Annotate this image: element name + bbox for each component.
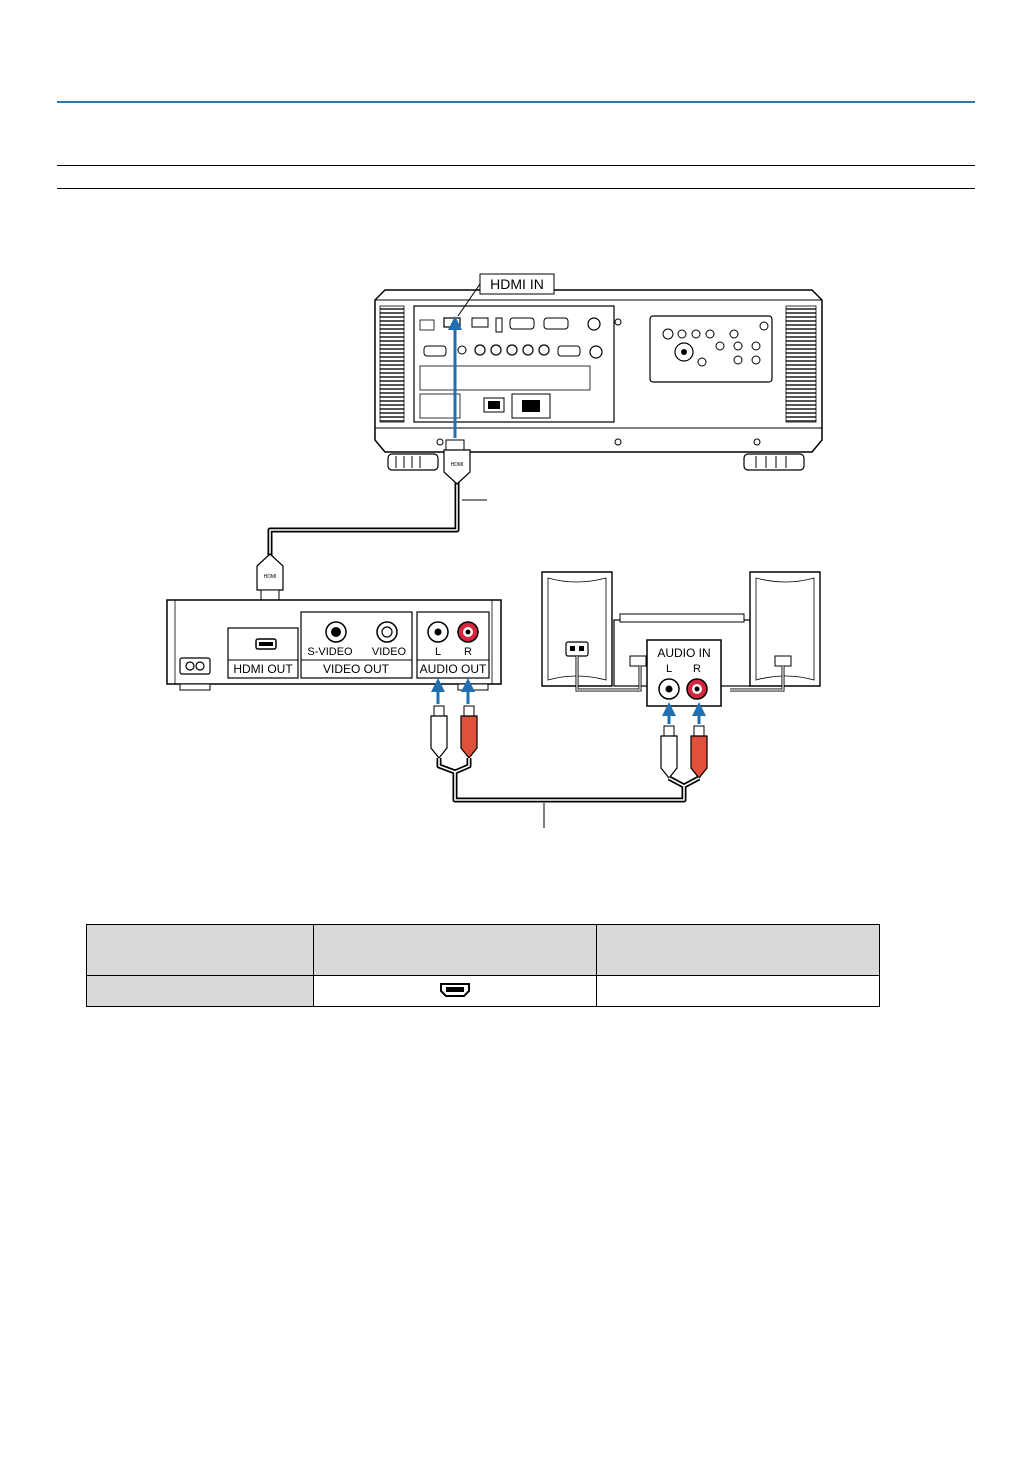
table-cell	[86, 975, 314, 1007]
video-out-label: VIDEO OUT	[323, 662, 390, 676]
hdmi-plug-top: HDMI	[443, 439, 471, 485]
vent-left	[379, 305, 405, 423]
audio-cable	[430, 678, 708, 828]
table-cell	[596, 975, 880, 1007]
table-header-cell	[313, 924, 597, 976]
connection-table	[86, 924, 880, 1007]
projector-foot-left	[387, 453, 439, 471]
audio-in-l-label: L	[666, 663, 672, 675]
speakers: AUDIO IN L R	[541, 571, 821, 707]
header-rule-upper	[57, 165, 975, 166]
header-rule-blue	[57, 101, 975, 103]
arrow-to-audio-in-l	[662, 702, 676, 716]
projector-foot-right	[743, 453, 805, 471]
header-rule-lower	[57, 188, 975, 189]
hdmi-plug-bottom: HDMI	[256, 553, 284, 601]
arrow-to-audio-out-r	[461, 678, 475, 692]
arrow-to-audio-out-l	[431, 678, 445, 692]
s-video-label: S-VIDEO	[307, 646, 353, 658]
connection-diagram: HDMI IN HDMI HDMI	[166, 273, 823, 828]
projector	[374, 289, 823, 471]
table-header-cell	[596, 924, 880, 976]
svg-text:HDMI: HDMI	[451, 462, 464, 468]
audio-out-label: AUDIO OUT	[420, 662, 487, 676]
hdmi-in-label: HDMI IN	[490, 276, 544, 292]
audio-in-label: AUDIO IN	[657, 646, 710, 660]
hdmi-out-label: HDMI OUT	[233, 662, 293, 676]
hdmi-in-callout: HDMI IN	[457, 273, 555, 317]
hdmi-cable: HDMI HDMI	[256, 316, 487, 640]
video-label: VIDEO	[372, 646, 407, 658]
table-cell	[313, 975, 597, 1007]
source-hdmi-out-port	[227, 627, 299, 679]
table-row	[86, 975, 880, 1007]
table-header-cell	[86, 924, 314, 976]
audio-out-r-label: R	[464, 646, 472, 658]
arrow-to-audio-in-r	[692, 702, 706, 716]
vent-right	[785, 305, 817, 423]
audio-out-l-label: L	[435, 646, 441, 658]
hdmi-port-icon	[439, 982, 471, 1001]
table-header-row	[86, 924, 880, 976]
source-device: HDMI OUT S-VIDEO VIDEO VIDEO OUT L R AUD…	[166, 599, 502, 691]
audio-in-panel	[646, 639, 722, 707]
svg-text:HDMI: HDMI	[264, 574, 277, 580]
audio-in-r-label: R	[693, 663, 701, 675]
